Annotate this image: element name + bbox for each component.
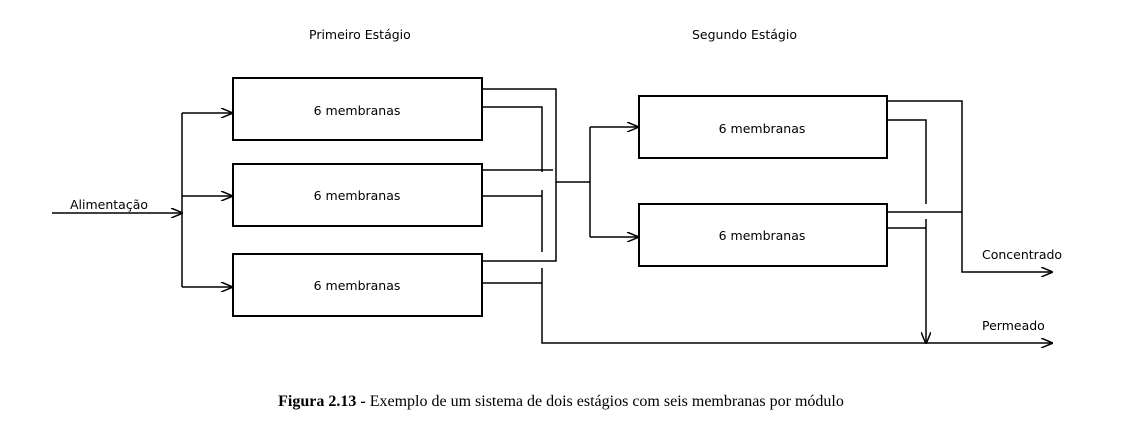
permeate-outlet <box>541 268 1052 343</box>
stage2-module-2 <box>638 203 888 267</box>
stage1-module-2 <box>232 163 483 227</box>
feed-label: Alimentação <box>70 197 148 212</box>
stage2-permeate-1 <box>887 119 927 204</box>
permeate-label: Permeado <box>982 318 1045 333</box>
stage1-concentrate-3 <box>482 182 557 262</box>
stage1-concentrate-collector <box>482 88 590 183</box>
concentrate-label: Concentrado <box>982 247 1062 262</box>
stage2-module-1 <box>638 95 888 159</box>
stage1-module-2-label: 6 membranas <box>314 188 401 203</box>
stage1-module-1-label: 6 membranas <box>314 103 401 118</box>
second-stage-label: Segundo Estágio <box>692 27 797 42</box>
stage1-module-3-label: 6 membranas <box>314 278 401 293</box>
concentrate-outlet <box>887 100 1052 272</box>
figure-caption-label: Figura 2.13 - <box>278 393 366 410</box>
first-stage-label: Primeiro Estágio <box>309 27 411 42</box>
two-stage-membrane-diagram: Primeiro Estágio Segundo Estágio Aliment… <box>52 27 1062 385</box>
stage2-module-2-label: 6 membranas <box>719 228 806 243</box>
stage1-permeate-1 <box>482 106 543 172</box>
stage2-module-1-label: 6 membranas <box>719 121 806 136</box>
figure-caption: Figura 2.13 - Exemplo de um sistema de d… <box>0 393 1122 411</box>
stage1-module-3 <box>232 253 483 317</box>
figure-caption-text: Exemplo de um sistema de dois estágios c… <box>365 393 844 410</box>
stage1-module-1 <box>232 77 483 141</box>
